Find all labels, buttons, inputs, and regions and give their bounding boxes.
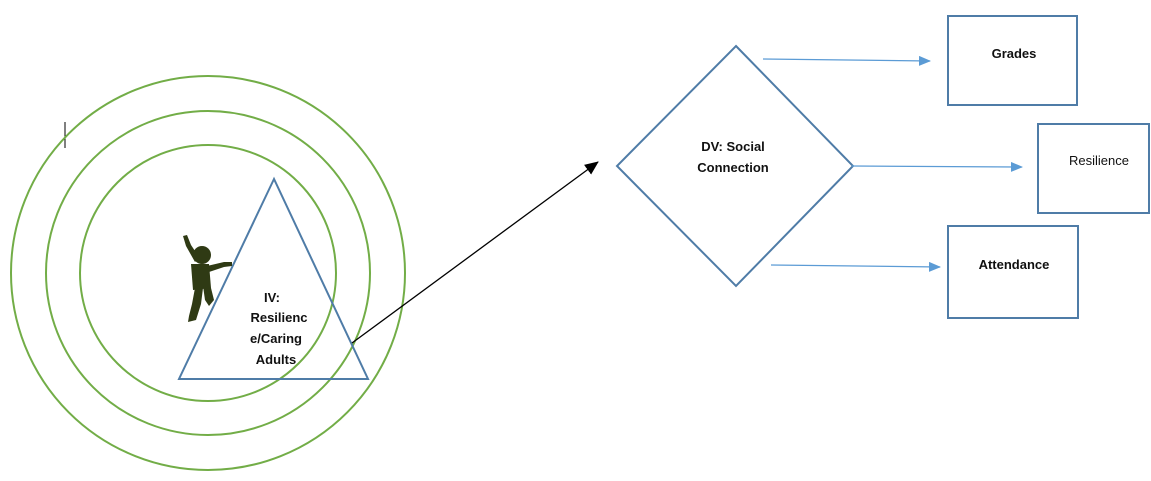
iv-label-line2: Resilienc: [250, 310, 307, 325]
resilience-label: Resilience: [1069, 153, 1129, 168]
iv-label: IV: Resilienc e/Caring Adults: [250, 290, 308, 367]
iv-to-dv-arrow: [351, 161, 599, 344]
concentric-circles: [10, 75, 406, 471]
dv-label-line2: Connection: [697, 160, 769, 175]
dv-to-grades-arrow: [762, 55, 931, 66]
iv-label-line1: IV:: [264, 290, 280, 305]
middle-circle: [45, 110, 371, 436]
inner-circle: [79, 144, 337, 402]
dv-label-line1: DV: Social: [701, 139, 765, 154]
dv-diamond: [615, 44, 855, 288]
outer-circle: [10, 75, 406, 471]
grades-box: [947, 15, 1078, 106]
attendance-box: [947, 225, 1079, 319]
attendance-label: Attendance: [979, 257, 1050, 272]
iv-label-line3: e/Caring: [250, 331, 302, 346]
dv-label: DV: Social Connection: [697, 139, 769, 175]
dv-to-resilience-arrow: [851, 161, 1023, 172]
iv-triangle: [177, 176, 370, 380]
running-child-icon: [183, 235, 232, 322]
dv-to-attendance-arrow: [770, 261, 941, 272]
resilience-box: [1037, 123, 1150, 214]
iv-label-line4: Adults: [256, 352, 296, 367]
grades-label: Grades: [992, 46, 1037, 61]
